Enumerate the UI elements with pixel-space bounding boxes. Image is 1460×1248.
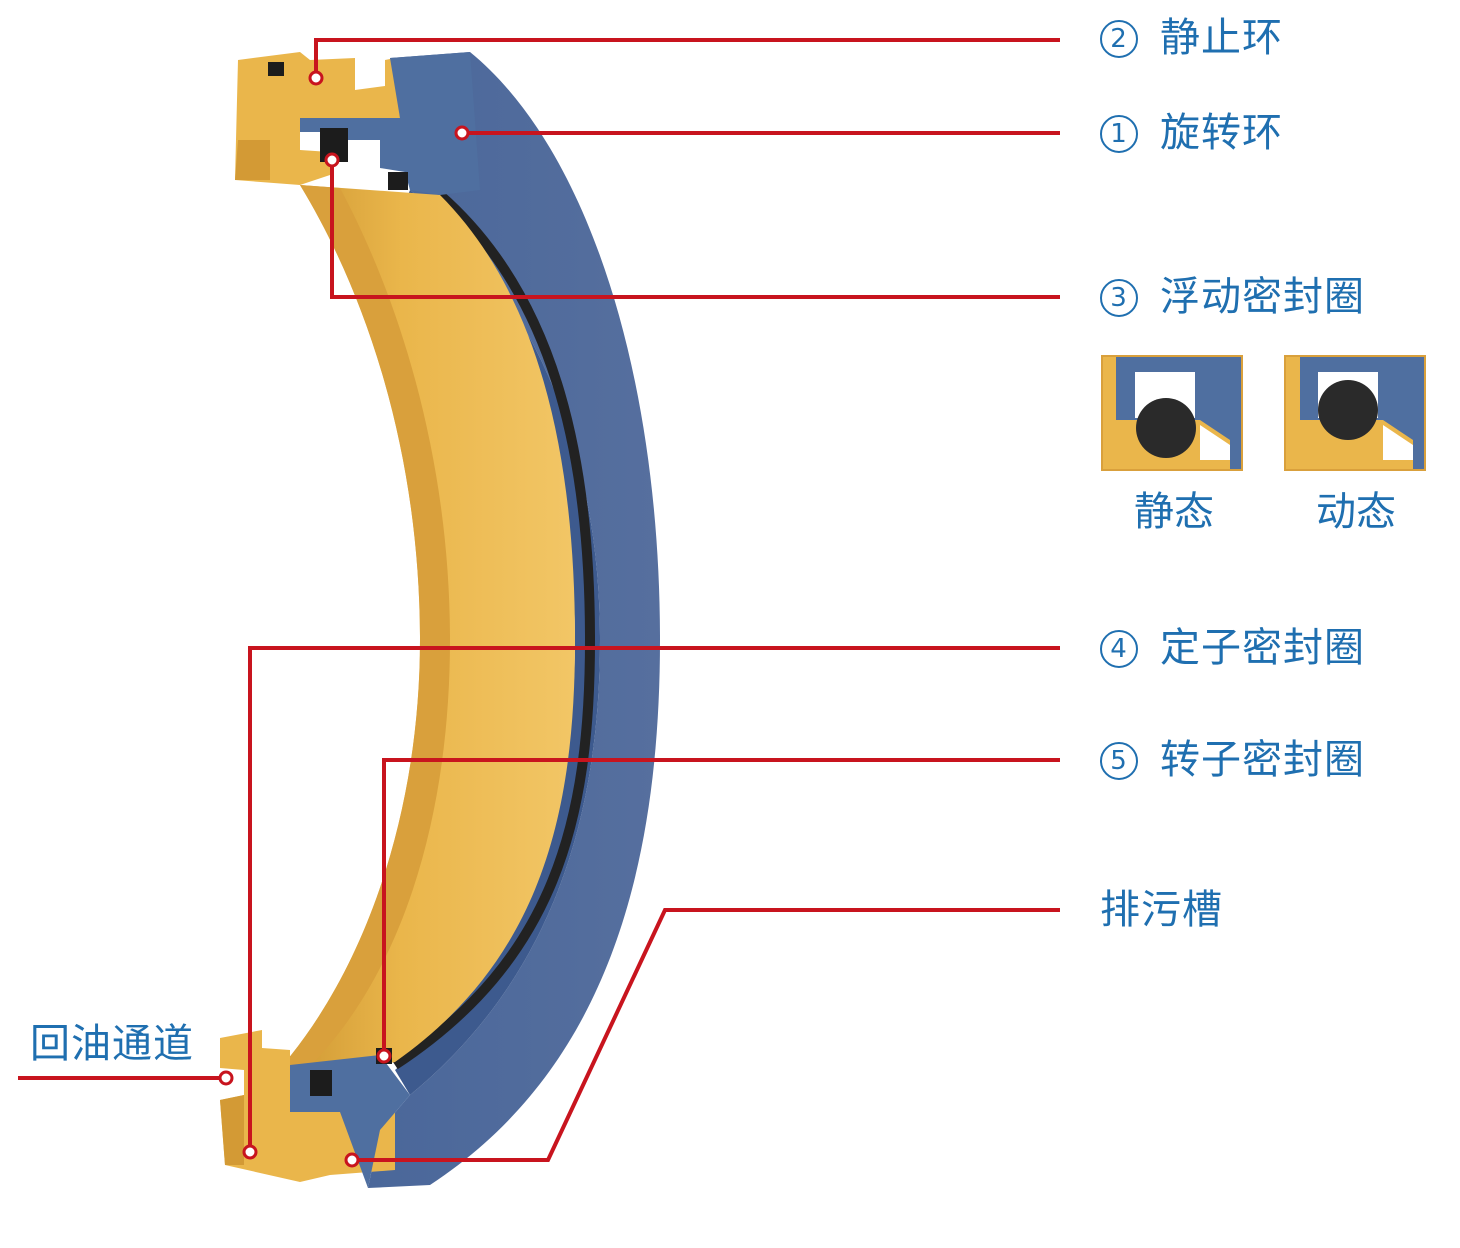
label-stator-seal: 4 定子密封圈 [1100, 628, 1365, 668]
label-static-ring: 2 静止环 [1100, 18, 1283, 58]
label-rotating-ring: 1 旋转环 [1100, 113, 1283, 153]
floating-seal-ring [392, 191, 596, 1070]
leader-dots [218, 70, 470, 1168]
label-number: 1 [1100, 115, 1138, 153]
dynamic-state-diagram [1284, 355, 1426, 471]
dynamic-seal-ball [1318, 380, 1378, 440]
label-text: 回油通道 [30, 1021, 194, 1067]
label-text: 定子密封圈 [1160, 625, 1365, 671]
leader-stator-seal [248, 646, 1060, 1152]
static-seal-ball [1136, 398, 1196, 458]
label-number: 2 [1100, 20, 1138, 58]
label-number: 4 [1100, 630, 1138, 668]
bottom-static-ring-section [220, 1030, 395, 1182]
top-rotating-ring-section [300, 52, 480, 195]
leader-static-ring [314, 38, 1060, 78]
top-static-ring-section [235, 52, 400, 185]
static-ring-inner-shadow [260, 185, 450, 1090]
label-number: 5 [1100, 742, 1138, 780]
label-text: 静止环 [1160, 15, 1283, 61]
label-text: 浮动密封圈 [1160, 274, 1365, 320]
label-drain-groove: 排污槽 [1100, 890, 1223, 930]
caption-dynamic-state: 动态 [1316, 489, 1396, 535]
static-ring-inner-body [260, 185, 575, 1090]
label-oil-return: 回油通道 [30, 1024, 194, 1064]
leader-lines [18, 38, 1060, 1162]
label-text: 排污槽 [1100, 887, 1223, 933]
label-floating-seal: 3 浮动密封圈 [1100, 277, 1365, 317]
static-state-diagram [1101, 355, 1243, 471]
leader-drain-groove [352, 908, 1060, 1162]
label-number: 3 [1100, 279, 1138, 317]
label-text: 旋转环 [1160, 110, 1283, 156]
caption-static-state: 静态 [1134, 489, 1214, 535]
rotating-ring-body [368, 52, 660, 1188]
label-rotor-seal: 5 转子密封圈 [1100, 740, 1365, 780]
label-text: 转子密封圈 [1160, 737, 1365, 783]
leader-floating-seal [330, 160, 1060, 299]
leader-rotor-seal [382, 758, 1060, 1056]
bottom-seal-section [310, 1070, 332, 1096]
